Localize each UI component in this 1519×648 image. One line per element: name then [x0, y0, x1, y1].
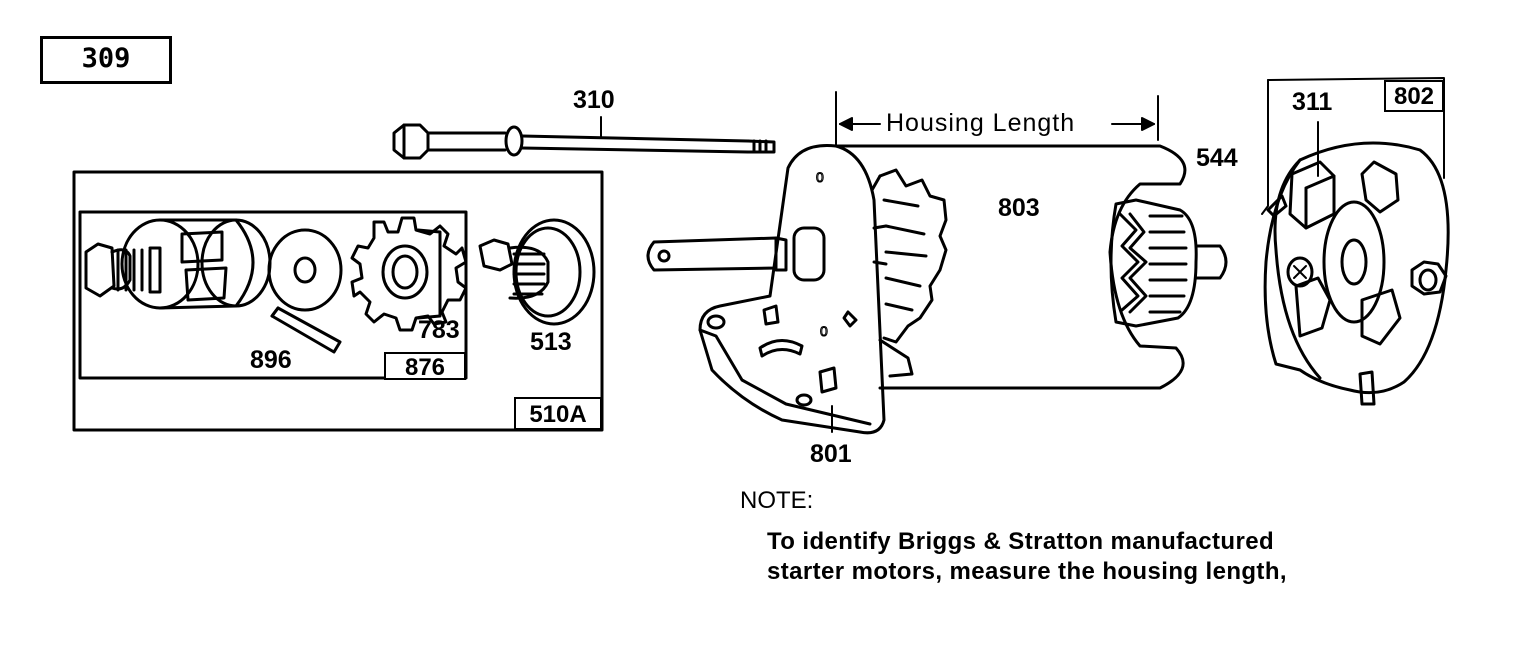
commutator-end-cap-drawing	[1261, 77, 1450, 406]
washer-drawing	[267, 228, 343, 312]
drive-sleeve-drawing	[84, 218, 272, 310]
part-label-311: 311	[1292, 88, 1333, 116]
note-line-2: starter motors, measure the housing leng…	[767, 558, 1287, 585]
armature-fan-drawing	[870, 168, 948, 378]
part-label-513: 513	[530, 328, 572, 356]
svg-text:0: 0	[816, 169, 824, 185]
figure-number-box: 309	[40, 36, 172, 84]
part-label-896: 896	[250, 346, 292, 374]
part-label-510a: 510A	[514, 397, 602, 430]
note-line-1: To identify Briggs & Stratton manufactur…	[767, 528, 1275, 555]
drive-assembly-inner-box	[78, 210, 468, 380]
part-label-803: 803	[998, 194, 1040, 222]
housing-length-dimension	[835, 91, 1159, 147]
part-label-783: 783	[418, 316, 460, 344]
note-heading: NOTE:	[740, 487, 814, 514]
part-label-801: 801	[810, 440, 852, 468]
drive-assembly-outer-box	[72, 170, 604, 432]
part-label-310: 310	[573, 86, 615, 114]
drive-gear-drawing	[350, 216, 468, 332]
part-label-802: 802	[1384, 80, 1444, 112]
armature-drawing	[1109, 198, 1228, 328]
note-body: To identify Briggs & Stratton manufactur…	[767, 527, 1287, 587]
svg-text:0: 0	[820, 323, 828, 339]
drive-end-cap-drawing: 0 0	[646, 143, 886, 435]
housing-length-label: Housing Length	[886, 109, 1076, 137]
part-label-876: 876	[384, 352, 466, 380]
thru-bolt-drawing	[392, 116, 776, 160]
clutch-drawing	[478, 218, 596, 326]
part-label-544: 544	[1196, 144, 1238, 172]
